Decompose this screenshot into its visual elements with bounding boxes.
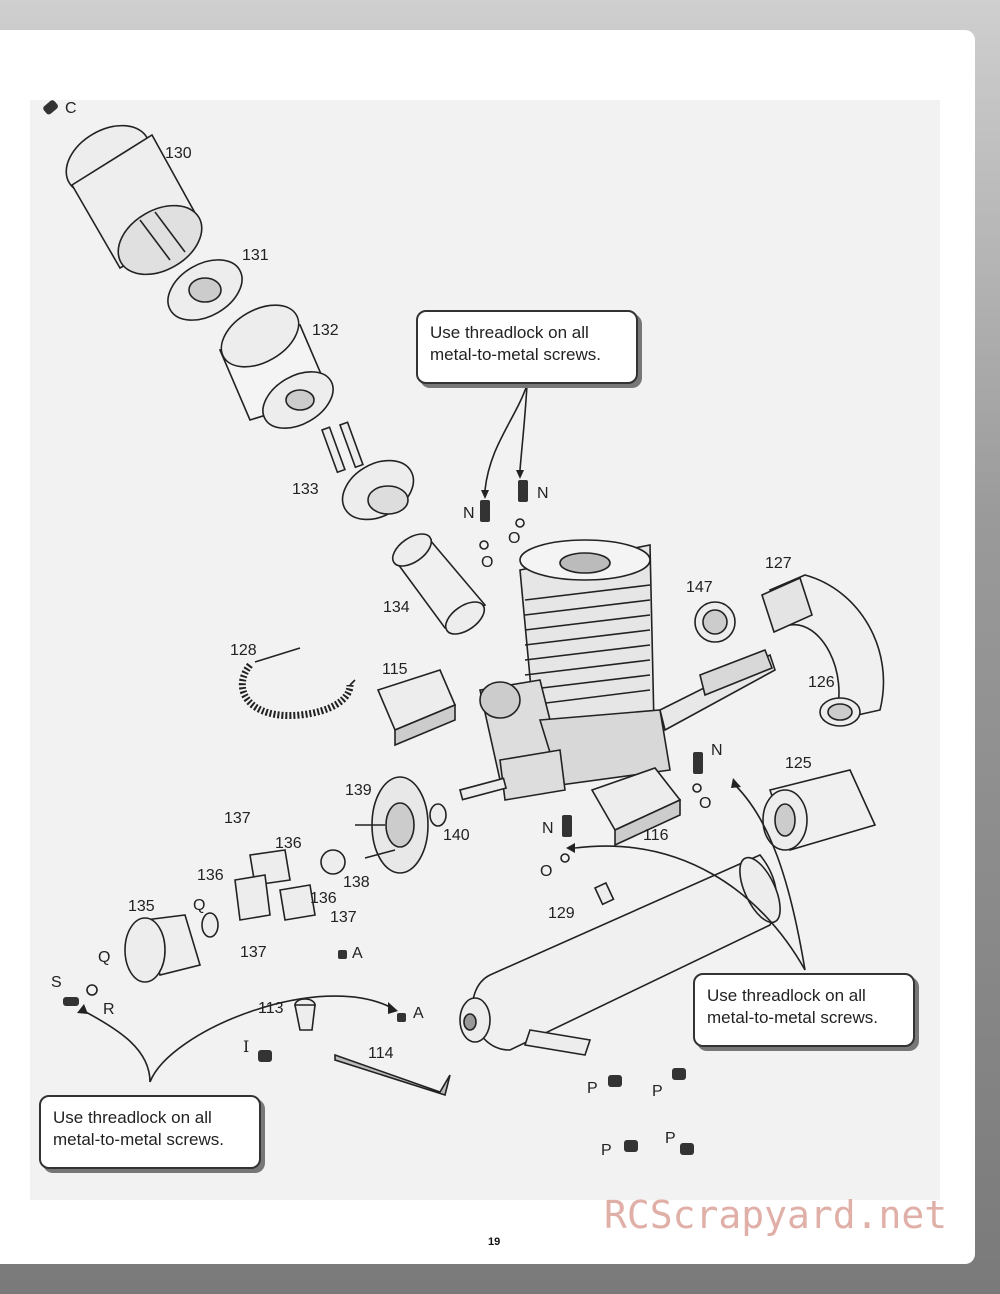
callout-arrows: [81, 384, 806, 1083]
part-131-filter-plate: [167, 259, 243, 321]
label-114: 114: [368, 1045, 394, 1062]
hardware-p-4: P: [665, 1130, 676, 1147]
label-137-right: 137: [330, 909, 357, 926]
label-134: 134: [383, 599, 410, 616]
label-130: 130: [165, 145, 192, 162]
part-136-clutch-shoes: [234, 849, 316, 921]
part-140-collet: [429, 803, 447, 827]
part-128-spring: [238, 647, 356, 720]
part-134-intake-tube: [391, 533, 487, 635]
label-128: 128: [230, 642, 257, 659]
part-133-filter-base: [320, 421, 415, 521]
hardware-a-2: A: [413, 1005, 424, 1022]
label-126: 126: [808, 674, 835, 691]
hardware-n-4: N: [542, 820, 554, 837]
page-number: 19: [488, 1236, 501, 1248]
part-116-heatsink: [590, 767, 682, 847]
label-113: 113: [258, 1000, 284, 1017]
label-125: 125: [785, 755, 812, 772]
callout-threadlock-right: Use threadlock on all metal-to-metal scr…: [693, 973, 915, 1047]
hardware-n-2: N: [537, 485, 549, 502]
part-132-filter-foam: [218, 304, 334, 429]
callout-left-line-1: Use threadlock on all: [53, 1108, 212, 1127]
callout-top-line-1: Use threadlock on all: [430, 323, 589, 342]
callout-right-line-1: Use threadlock on all: [707, 986, 866, 1005]
label-140: 140: [443, 827, 470, 844]
label-138: 138: [343, 874, 370, 891]
label-136-left: 136: [197, 867, 224, 884]
label-135: 135: [128, 898, 155, 915]
hardware-o-2: O: [508, 530, 520, 547]
part-129-tuned-pipe: [459, 854, 781, 1056]
part-130-filter-housing: [65, 124, 203, 276]
callout-threadlock-top: Use threadlock on all metal-to-metal scr…: [416, 310, 638, 384]
label-132: 132: [312, 322, 339, 339]
label-127: 127: [765, 555, 792, 572]
hardware-q-2: Q: [98, 949, 110, 966]
part-115-heatsink: [376, 669, 457, 747]
label-136-top: 136: [275, 835, 302, 852]
callout-right-line-2: metal-to-metal screws.: [707, 1008, 878, 1027]
hardware-p-2: P: [652, 1083, 663, 1100]
part-126-exhaust-header: [761, 574, 885, 727]
label-129: 129: [548, 905, 575, 922]
part-139-flywheel: [355, 776, 429, 874]
label-137-bottom: 137: [240, 944, 267, 961]
hardware-p-1: P: [587, 1080, 598, 1097]
label-137-top: 137: [224, 810, 251, 827]
label-115: 115: [382, 661, 408, 678]
hardware-o-1: O: [481, 554, 493, 571]
arrow-heads: [77, 470, 741, 1014]
hardware-o-4: O: [540, 863, 552, 880]
label-131: 131: [242, 247, 269, 264]
part-147-header-gasket: [694, 601, 736, 643]
callout-threadlock-left: Use threadlock on all metal-to-metal scr…: [39, 1095, 261, 1169]
label-133: 133: [292, 481, 319, 498]
label-147: 147: [686, 579, 713, 596]
part-138-nut: [320, 849, 346, 875]
label-116: 116: [643, 827, 669, 844]
callout-top-line-2: metal-to-metal screws.: [430, 345, 601, 364]
part-114-hex-wrench: [334, 1053, 451, 1097]
watermark: RCScrapyard.net: [604, 1193, 948, 1237]
callout-left-line-2: metal-to-metal screws.: [53, 1130, 224, 1149]
hardware-s: S: [51, 974, 62, 991]
hardware-a-1: A: [352, 945, 363, 962]
engine-block: [459, 539, 776, 801]
hardware-q-1: Q: [193, 897, 205, 914]
hardware-p-3: P: [601, 1142, 612, 1159]
label-136-right: 136: [310, 890, 337, 907]
part-135-clutch-bell: [124, 912, 219, 983]
part-125-exhaust-coupler: [762, 769, 877, 851]
hardware-o-3: O: [699, 795, 711, 812]
hardware-c: C: [65, 100, 77, 117]
hardware-n-1: N: [463, 505, 475, 522]
label-139: 139: [345, 782, 372, 799]
hardware-r: R: [103, 1001, 115, 1018]
hardware-i: I: [243, 1037, 249, 1056]
hardware-n-3: N: [711, 742, 723, 759]
